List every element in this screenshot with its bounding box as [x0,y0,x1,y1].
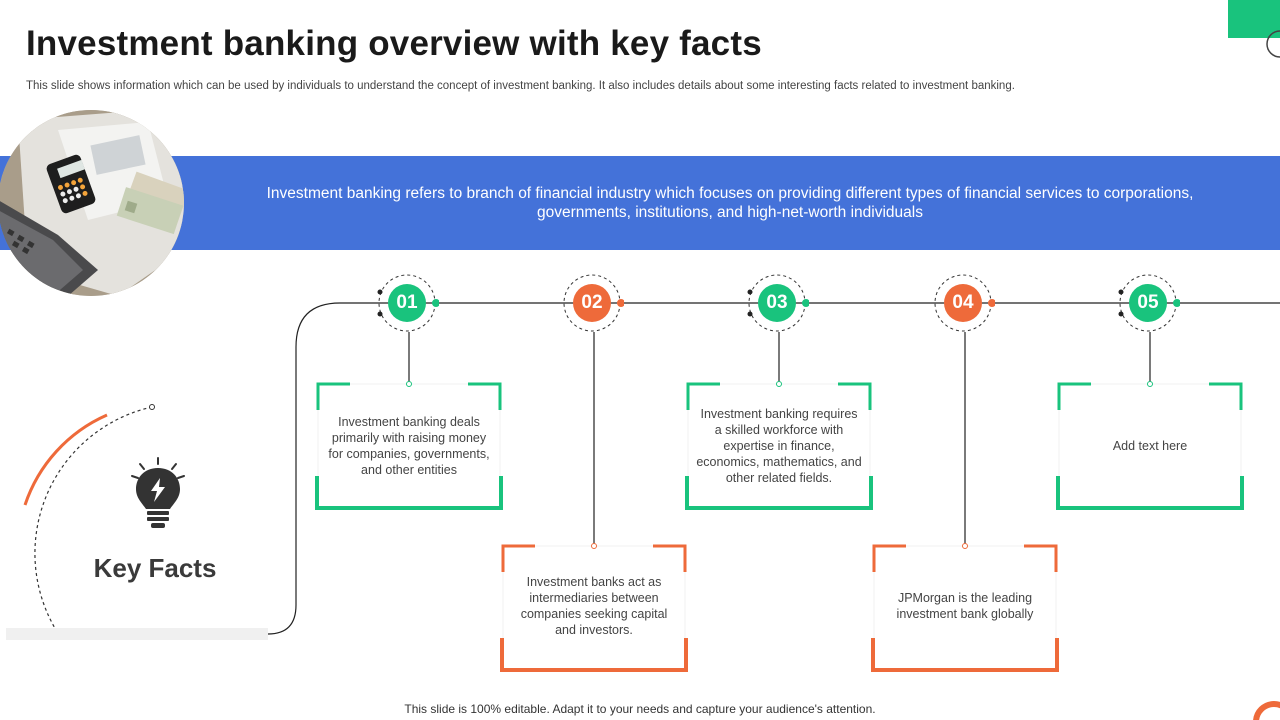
step-marker-1: 01 [377,273,439,333]
step-marker-3: 03 [747,273,809,333]
corner-green-block [1228,0,1280,38]
footer-note: This slide is 100% editable. Adapt it to… [404,702,876,716]
dashed-ring-icon [934,274,995,332]
fact-box-1-text: Investment banking deals primarily with … [328,415,490,477]
fact-box-3-text: Investment banking requires a skilled wo… [696,407,862,485]
fact-box-1-frame [315,381,503,510]
step-marker-4: 04 [933,273,995,333]
lightbulb-icon [131,457,185,528]
step-marker-5: 05 [1118,273,1180,333]
page-title: Investment banking overview with key fac… [26,24,762,63]
fact-box-2-text: Investment banks act as intermediaries b… [520,575,668,637]
key-facts-base-shadow [6,628,268,640]
corner-ring-top [1266,30,1280,58]
fact-box-3-frame [685,381,873,510]
step-number-2: 02 [573,284,611,322]
fact-box-4-text: JPMorgan is the leading investment bank … [896,591,1034,621]
key-facts-arc [23,404,155,631]
fact-box-2-frame [500,543,688,672]
dashed-ring-icon [1118,274,1180,332]
finance-photo [0,110,184,296]
step-marker-2: 02 [562,273,624,333]
key-facts-label: Key Facts [93,553,217,583]
page-subtitle: This slide shows information which can b… [26,80,1015,92]
finance-desk-illustration [0,110,184,296]
definition-banner [0,156,1280,250]
step-number-4: 04 [944,284,982,322]
fact-box-5-frame [1056,381,1244,510]
step-number-3: 03 [758,284,796,322]
step-number-5: 05 [1129,284,1167,322]
fact-box-5-text: Add text here [1112,439,1188,453]
dashed-ring-icon [377,274,439,332]
dashed-ring-icon [747,274,809,332]
step-number-1: 01 [388,284,426,322]
dashed-ring-icon [563,274,624,332]
corner-ring-bottom [1253,701,1280,720]
banner-text: Investment banking refers to branch of f… [266,185,1194,221]
fact-box-4-frame [871,543,1059,672]
